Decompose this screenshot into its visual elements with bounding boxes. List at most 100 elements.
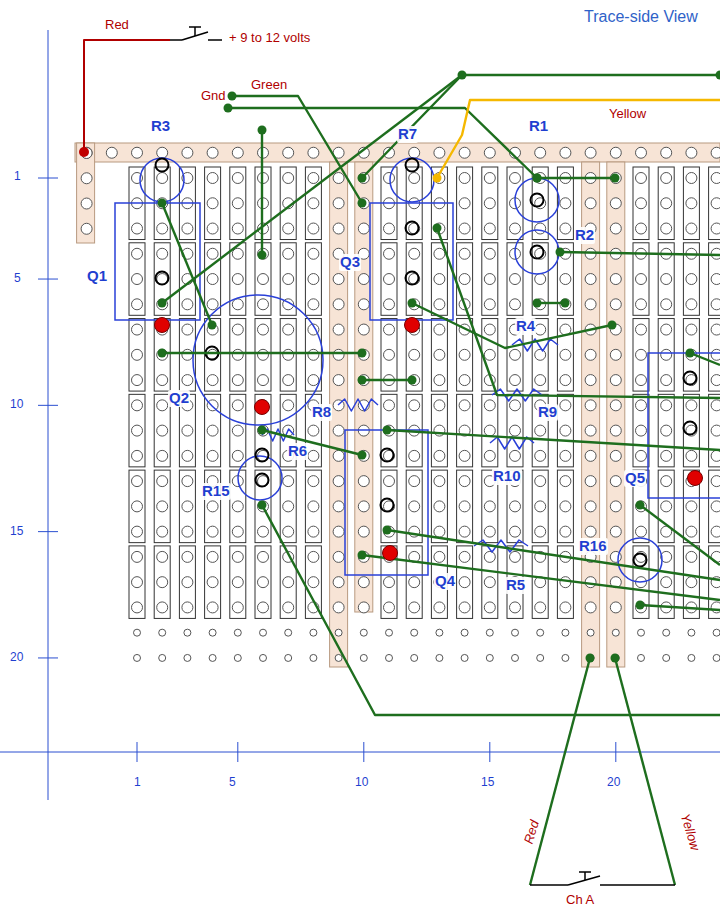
pad-hole [484, 551, 495, 562]
pad-hole [486, 654, 493, 661]
wire-end-dot [358, 376, 367, 385]
pad-hole [711, 324, 720, 335]
pad-hole [661, 223, 672, 234]
pad-hole [537, 654, 544, 661]
wire-end-dot [358, 551, 367, 560]
copper-strip [255, 546, 271, 619]
copper-strip-highlight [75, 143, 720, 162]
pad-hole [333, 173, 344, 184]
pad-hole [207, 299, 218, 310]
copper-strip [457, 394, 473, 467]
component-lead [684, 422, 697, 435]
switch-symbol [568, 876, 600, 885]
pad-hole [560, 375, 571, 386]
copper-strip [406, 243, 422, 316]
pad-hole [535, 450, 546, 461]
copper-strip [658, 394, 674, 467]
copper-strip [709, 167, 720, 240]
wire-end-dot [586, 654, 595, 663]
pad-hole [484, 248, 495, 259]
wire-end-dot [258, 251, 267, 260]
pad-hole [711, 223, 720, 234]
emitter-marker [405, 318, 420, 333]
axis-tick [615, 742, 616, 762]
pad-hole [713, 629, 720, 636]
pad-hole [283, 400, 294, 411]
pad-hole [686, 147, 697, 158]
pad-hole [512, 654, 519, 661]
axis-line [0, 752, 720, 753]
jumper-wire [537, 177, 615, 179]
pad-hole [182, 450, 193, 461]
axis-number: 1 [14, 170, 21, 183]
pad-hole [207, 375, 218, 386]
pad-hole [688, 654, 695, 661]
copper-strip [205, 394, 221, 467]
pad-hole [535, 425, 546, 436]
pad-hole [308, 274, 319, 285]
pad-hole [358, 450, 369, 461]
copper-strip-highlight [607, 162, 625, 667]
wire-color-label: Yellow [677, 811, 702, 853]
pad-hole [386, 629, 393, 636]
pad-hole [636, 400, 647, 411]
pad-hole [182, 602, 193, 613]
pad-hole [686, 526, 697, 537]
copper-strip [633, 394, 649, 467]
wire-end-dot [533, 174, 542, 183]
pad-hole [182, 375, 193, 386]
pad-hole [585, 299, 596, 310]
pad-hole [661, 274, 672, 285]
pad-hole [484, 577, 495, 588]
pad-hole [234, 654, 241, 661]
pad-hole [610, 526, 621, 537]
switch-symbol [584, 872, 586, 880]
pad-hole [358, 526, 369, 537]
pad-hole [182, 526, 193, 537]
pad-hole [610, 476, 621, 487]
pad-hole [434, 400, 445, 411]
pad-hole [537, 629, 544, 636]
copper-strip [557, 319, 573, 392]
pad-hole [484, 450, 495, 461]
copper-strip [557, 394, 573, 467]
copper-strip [305, 167, 321, 240]
pad-hole [232, 299, 243, 310]
pad-hole [333, 425, 344, 436]
pad-hole [711, 173, 720, 184]
pad-hole [283, 476, 294, 487]
pad-hole [636, 450, 647, 461]
pad-hole [409, 577, 420, 588]
pad-hole [585, 476, 596, 487]
pad-hole [358, 602, 369, 613]
pad-hole [384, 248, 395, 259]
pad-hole [535, 147, 546, 158]
jumper-wire [530, 658, 590, 885]
pad-hole [585, 602, 596, 613]
pad-hole [384, 173, 395, 184]
axis-tick [363, 742, 364, 762]
pad-hole [409, 476, 420, 487]
jumper-wire [362, 75, 720, 178]
pad-hole [535, 274, 546, 285]
component-lead [256, 449, 269, 462]
pad-hole [232, 349, 243, 360]
part-label: Q2 [168, 390, 190, 407]
pad-hole [358, 274, 369, 285]
copper-strip [129, 394, 145, 467]
pad-hole [610, 349, 621, 360]
component-lead [531, 246, 544, 259]
wire-end-dot [208, 321, 217, 330]
pad-hole [207, 274, 218, 285]
pad-hole [258, 501, 269, 512]
pad-hole [636, 223, 647, 234]
copper-strip [129, 319, 145, 392]
pad-hole [310, 629, 317, 636]
pad-hole [686, 324, 697, 335]
pad-hole [159, 629, 166, 636]
wire-end-dot [716, 71, 720, 80]
axis-number: 15 [481, 776, 494, 789]
part-label: R5 [505, 577, 526, 594]
pad-hole [560, 147, 571, 158]
pad-hole [409, 400, 420, 411]
